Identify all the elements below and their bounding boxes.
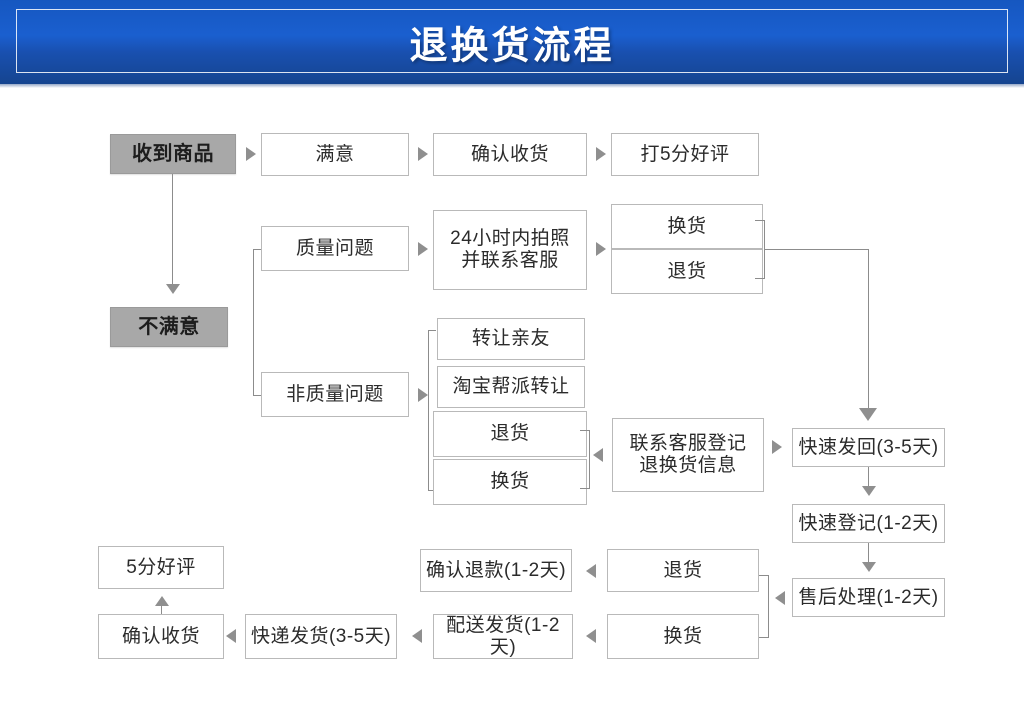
node-return-after-sales[interactable]: 退货 — [607, 549, 759, 592]
page-header-banner: 退换货流程 — [0, 0, 1024, 84]
node-fast-send-back[interactable]: 快速发回(3-5天) — [792, 428, 945, 467]
line-fastback-to-fastregister — [868, 467, 869, 493]
arrow-fastregister-to-aftersales — [862, 562, 876, 572]
bracket-unsatisfied-spine — [253, 249, 254, 395]
line-received-to-notsatisfied — [172, 174, 173, 284]
arrow-quality-to-photo — [418, 242, 428, 256]
node-received-goods[interactable]: 收到商品 — [110, 134, 236, 174]
node-return-nonquality[interactable]: 退货 — [433, 411, 587, 457]
arrow-register-to-nonquality-options — [593, 448, 603, 462]
node-non-quality-issue[interactable]: 非质量问题 — [261, 372, 409, 417]
bracket-aftersales-options-spine — [768, 575, 769, 637]
node-not-satisfied[interactable]: 不满意 — [110, 307, 228, 347]
bracket-nonquality-options-spine — [589, 430, 590, 488]
bracket-nonquality-top-stub — [428, 330, 436, 331]
page-title: 退换货流程 — [409, 25, 615, 68]
arrow-register-to-fastback — [772, 440, 782, 454]
bracket-quality-options-bottom-stub — [755, 278, 765, 279]
line-quality-to-fastback-v — [868, 249, 869, 410]
line-fastregister-to-aftersales — [868, 543, 869, 569]
arrow-return-to-confirm-refund — [586, 564, 596, 578]
bracket-nonquality-spine — [428, 330, 429, 490]
arrow-confirm-to-review — [596, 147, 606, 161]
arrow-nonquality-to-options — [418, 388, 428, 402]
node-fast-register[interactable]: 快速登记(1-2天) — [792, 504, 945, 543]
node-quality-issue[interactable]: 质量问题 — [261, 226, 409, 271]
arrow-down-to-notsatisfied — [166, 284, 180, 294]
node-confirm-receipt-top[interactable]: 确认收货 — [433, 133, 587, 176]
node-confirm-receipt-bottom[interactable]: 确认收货 — [98, 614, 224, 659]
node-express-ship[interactable]: 快递发货(3-5天) — [245, 614, 397, 659]
bracket-nonquality-options-bottom-stub — [580, 488, 590, 489]
node-photo-and-contact[interactable]: 24小时内拍照 并联系客服 — [433, 210, 587, 290]
arrow-photo-to-options — [596, 242, 606, 256]
node-taobao-group-transfer[interactable]: 淘宝帮派转让 — [437, 366, 585, 408]
bracket-aftersales-options-top-stub — [759, 575, 769, 576]
bracket-unsatisfied-bottom-stub — [253, 395, 265, 396]
line-quality-to-fastback-h — [764, 249, 869, 250]
banner-inner-border — [16, 9, 1008, 73]
node-after-sales-process[interactable]: 售后处理(1-2天) — [792, 578, 945, 617]
bracket-aftersales-options-bottom-stub — [759, 637, 769, 638]
arrow-express-to-confirm-receipt — [226, 629, 236, 643]
arrow-down-to-fastback — [859, 408, 877, 421]
node-satisfied[interactable]: 满意 — [261, 133, 409, 176]
arrow-aftersales-to-options — [775, 591, 785, 605]
arrow-exchange-to-delivery — [586, 629, 596, 643]
bracket-nonquality-bottom-stub — [428, 490, 436, 491]
arrow-confirm-to-five-star — [155, 596, 169, 606]
banner-drop-shadow — [0, 84, 1024, 88]
node-contact-service-register[interactable]: 联系客服登记 退换货信息 — [612, 418, 764, 492]
line-confirm-to-review — [161, 598, 162, 614]
bracket-unsatisfied-top-stub — [253, 249, 265, 250]
node-delivery-ship[interactable]: 配送发货(1-2天) — [433, 614, 573, 659]
node-transfer-friends[interactable]: 转让亲友 — [437, 318, 585, 360]
arrow-satisfied-to-confirm — [418, 147, 428, 161]
node-return-quality[interactable]: 退货 — [611, 249, 763, 294]
node-give-5-star[interactable]: 打5分好评 — [611, 133, 759, 176]
bracket-quality-options-top-stub — [755, 220, 765, 221]
node-exchange-after-sales[interactable]: 换货 — [607, 614, 759, 659]
arrow-delivery-to-express — [412, 629, 422, 643]
node-confirm-refund[interactable]: 确认退款(1-2天) — [420, 549, 572, 592]
node-exchange-nonquality[interactable]: 换货 — [433, 459, 587, 505]
bracket-nonquality-options-top-stub — [580, 430, 590, 431]
arrow-received-to-satisfied — [246, 147, 256, 161]
node-exchange-quality[interactable]: 换货 — [611, 204, 763, 249]
node-five-star-review[interactable]: 5分好评 — [98, 546, 224, 589]
arrow-fastback-to-fastregister — [862, 486, 876, 496]
